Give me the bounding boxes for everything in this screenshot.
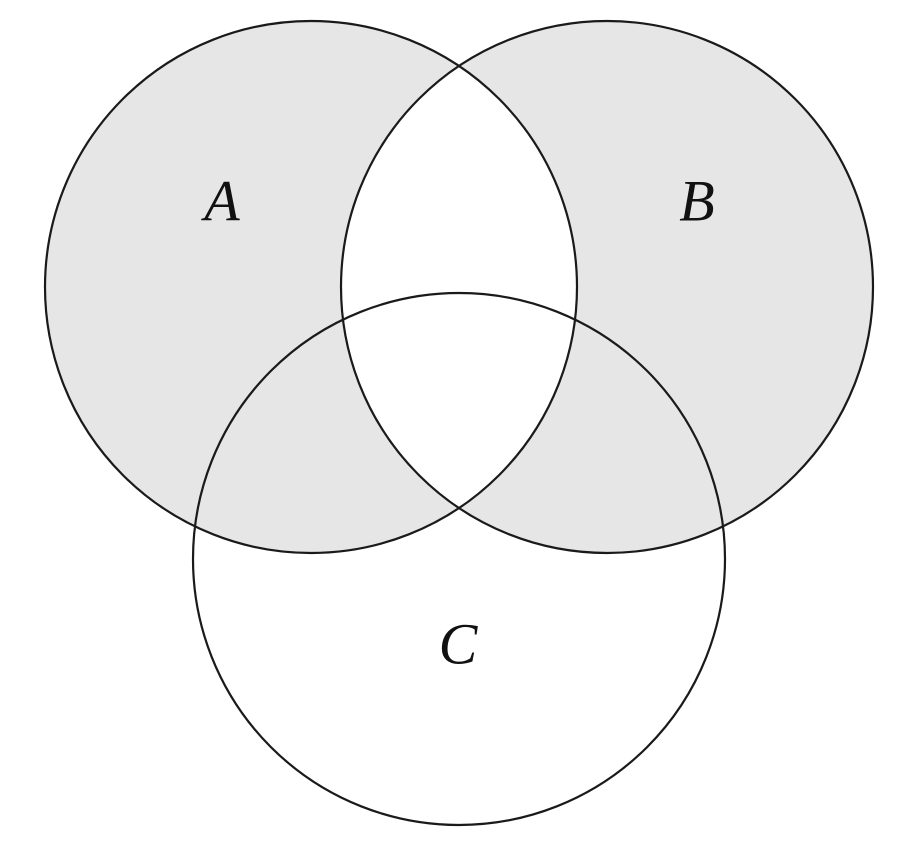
set-label-c: C bbox=[439, 611, 479, 676]
set-circle-a[interactable] bbox=[43, 19, 579, 555]
set-label-b: B bbox=[679, 168, 714, 233]
set-circle-b[interactable] bbox=[339, 19, 875, 555]
set-circle-c[interactable] bbox=[191, 291, 727, 827]
set-label-a: A bbox=[200, 168, 240, 233]
